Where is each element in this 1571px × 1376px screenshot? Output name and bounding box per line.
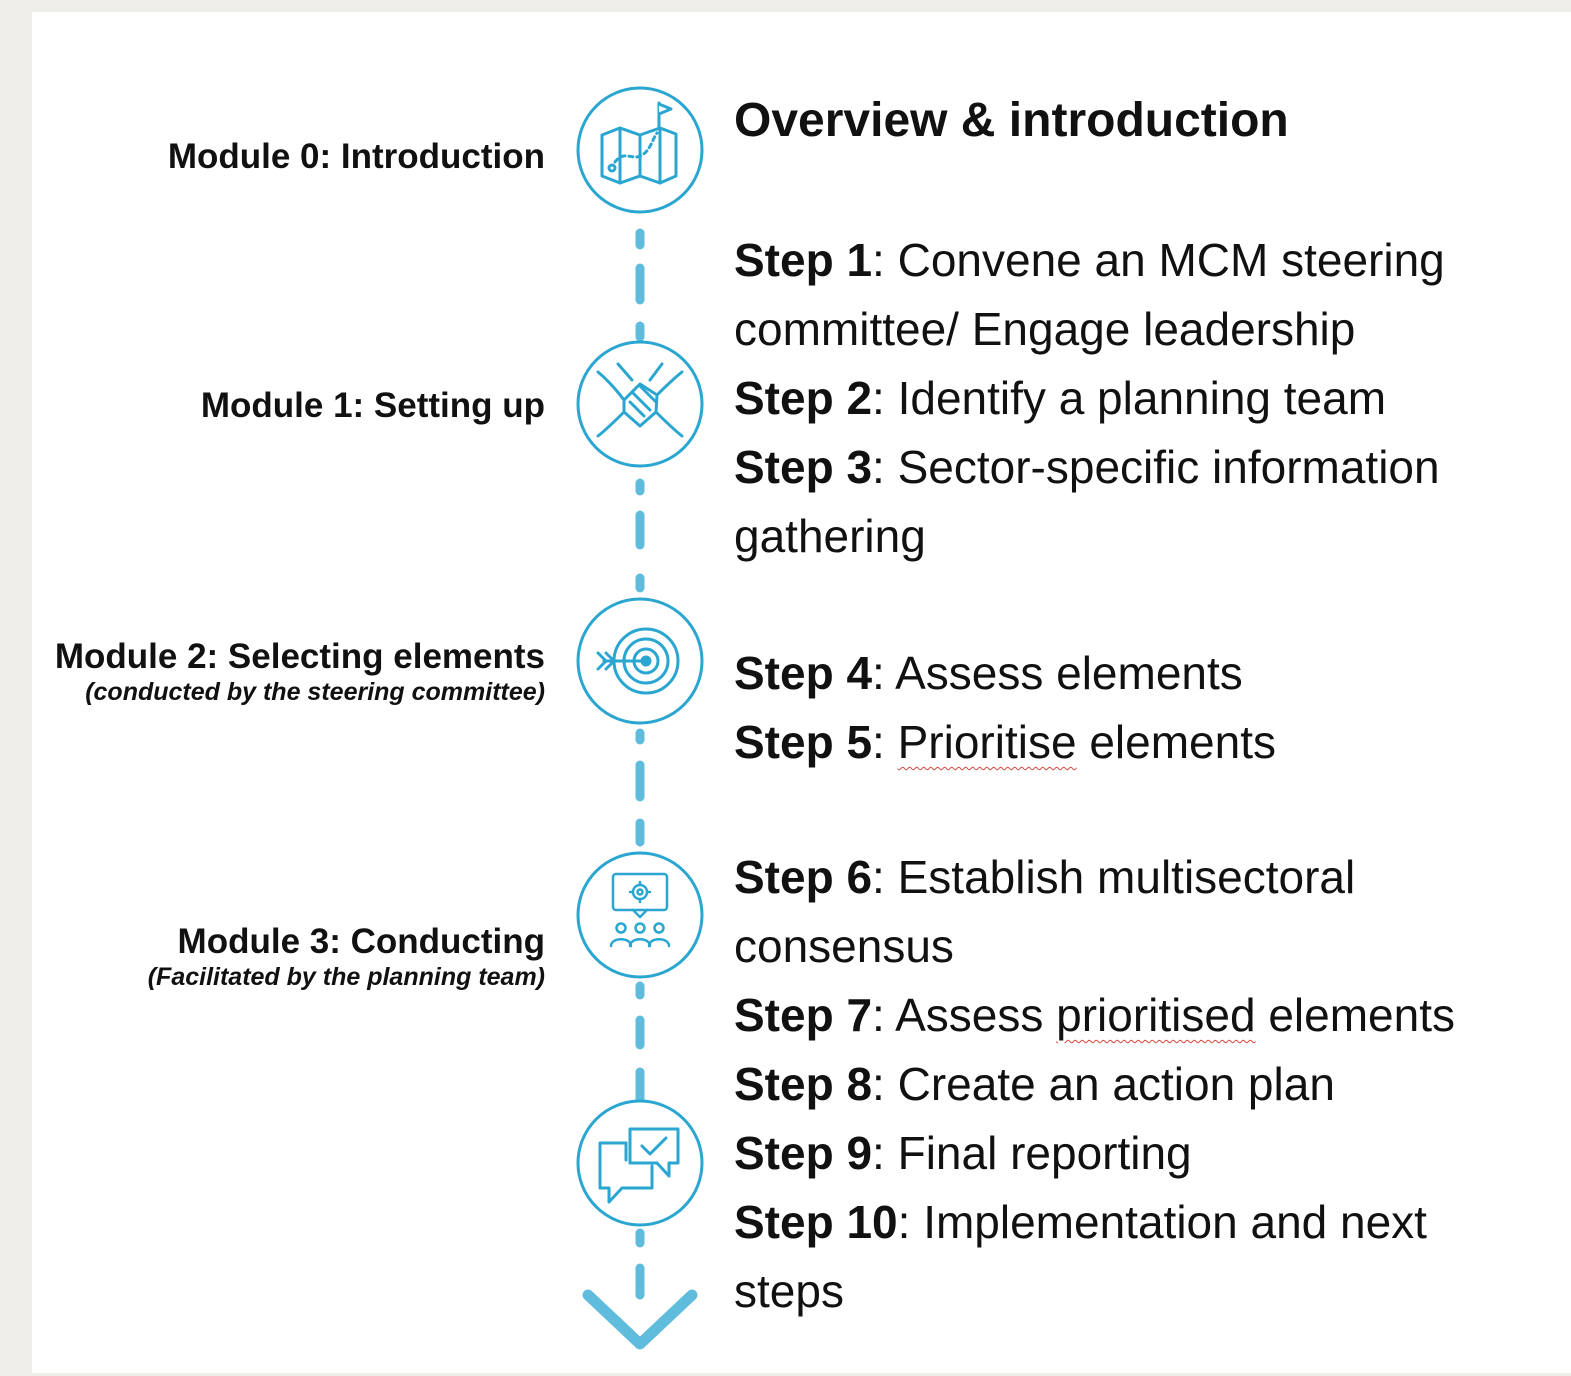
step-label: Step 9	[734, 1127, 873, 1179]
step-6-continuation: consensus	[734, 920, 954, 972]
step-6: Step 6: Establish multisectoral	[734, 843, 1564, 912]
step-label: Step 1	[734, 234, 873, 286]
step-text: : Assess elements	[872, 647, 1243, 699]
step-text: : Final reporting	[872, 1127, 1192, 1179]
step-1-continuation: committee/ Engage leadership	[734, 303, 1356, 355]
module-0-title: Module 0: Introduction	[167, 137, 545, 176]
step-label: Step 7	[734, 989, 873, 1041]
step-label: Step 3	[734, 441, 873, 493]
spellcheck-word: Prioritise	[897, 716, 1077, 768]
step-3: Step 3: Sector-specific information	[734, 433, 1564, 502]
step-text: : Convene an MCM steering	[872, 234, 1445, 286]
module-3-subtitle: (Facilitated by the planning team)	[147, 963, 545, 991]
step-text-after: elements	[1255, 989, 1455, 1041]
module-2-title: Module 2: Selecting elements	[54, 637, 545, 676]
module-1-circle	[576, 340, 704, 468]
step-label: Step 4	[734, 647, 873, 699]
step-5: Step 5: Prioritise elements	[734, 708, 1564, 777]
diagram-canvas	[32, 12, 1571, 1373]
steps-module-3: Step 6: Establish multisectoral consensu…	[734, 843, 1564, 1326]
step-text-before: :	[872, 716, 898, 768]
target-arrow-icon	[596, 627, 680, 695]
spellcheck-word: prioritised	[1056, 989, 1256, 1041]
step-text: : Identify a planning team	[872, 372, 1387, 424]
step-label: Step 2	[734, 372, 873, 424]
step-3-continuation: gathering	[734, 510, 926, 562]
team-presentation-icon	[609, 872, 671, 948]
step-text-before: : Assess	[872, 989, 1057, 1041]
overview-heading: Overview & introduction	[734, 94, 1289, 147]
module-3-label: Module 3: Conducting (Facilitated by the…	[148, 922, 545, 992]
step-label: Step 8	[734, 1058, 873, 1110]
step-2: Step 2: Identify a planning team	[734, 364, 1564, 433]
step-label: Step 10	[734, 1196, 898, 1248]
step-10: Step 10: Implementation and next	[734, 1188, 1564, 1257]
module-1-title: Module 1: Setting up	[200, 386, 545, 425]
module-0-label: Module 0: Introduction	[168, 137, 545, 177]
step-1: Step 1: Convene an MCM steering	[734, 226, 1564, 295]
steps-module-2: Step 4: Assess elements Step 5: Prioriti…	[734, 639, 1564, 777]
step-8: Step 8: Create an action plan	[734, 1050, 1564, 1119]
step-4: Step 4: Assess elements	[734, 639, 1564, 708]
module-1-label: Module 1: Setting up	[201, 386, 545, 426]
module-3-circle	[576, 851, 704, 979]
module-3-title: Module 3: Conducting	[177, 922, 545, 961]
module-2-subtitle: (conducted by the steering committee)	[85, 678, 545, 706]
map-flag-icon	[600, 101, 678, 185]
module-2-label: Module 2: Selecting elements (conducted …	[55, 637, 545, 707]
step-7: Step 7: Assess prioritised elements	[734, 981, 1564, 1050]
step-text: : Implementation and next	[897, 1196, 1427, 1248]
step-label: Step 6	[734, 851, 873, 903]
step-9: Step 9: Final reporting	[734, 1119, 1564, 1188]
step-label: Step 5	[734, 716, 873, 768]
step-text: : Establish multisectoral	[872, 851, 1356, 903]
step-text: : Create an action plan	[872, 1058, 1335, 1110]
chat-check-icon	[598, 1127, 680, 1204]
joined-hands-icon	[596, 362, 684, 438]
steps-module-1: Step 1: Convene an MCM steering committe…	[734, 226, 1564, 571]
step-text-after: elements	[1076, 716, 1276, 768]
down-arrow-icon	[582, 1289, 698, 1350]
step-10-continuation: steps	[734, 1265, 844, 1317]
step-text: : Sector-specific information	[872, 441, 1440, 493]
